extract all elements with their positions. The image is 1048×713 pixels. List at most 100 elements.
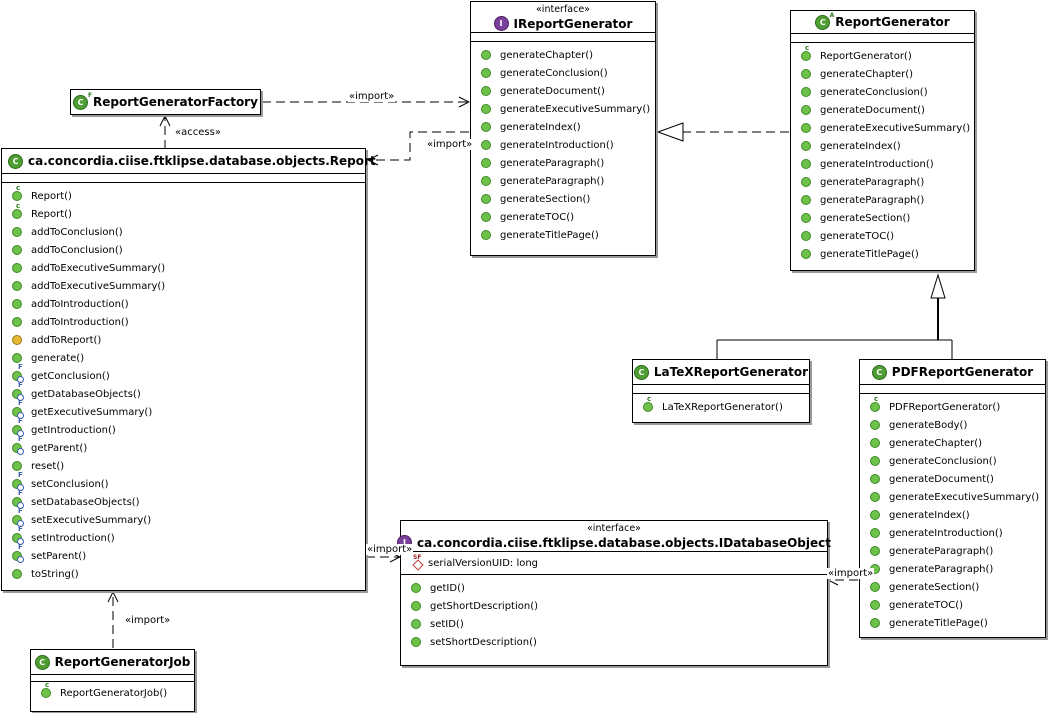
constructor-icon: c <box>12 203 22 219</box>
public-method-icon <box>870 456 880 466</box>
public-method-icon <box>12 569 22 579</box>
public-method-icon <box>12 299 22 309</box>
report-import-dependency <box>368 131 469 160</box>
operation: generateExecutiveSummary() <box>860 488 1045 506</box>
final-method-icon: F <box>12 400 24 419</box>
operation: generateConclusion() <box>471 64 655 82</box>
class-name: ReportGenerator <box>835 15 950 29</box>
operation: generateDocument() <box>791 101 974 119</box>
public-method-icon <box>12 317 22 327</box>
final-method-icon: F <box>12 382 24 401</box>
operation: setShortDescription() <box>401 633 827 651</box>
static-final-field-icon: SF <box>413 554 422 568</box>
constructor-icon: c <box>801 45 811 61</box>
attributes-compartment <box>471 33 655 42</box>
public-method-icon <box>481 86 491 96</box>
report-class-box[interactable]: C ca.concordia.ciise.ftklipse.database.o… <box>1 148 376 591</box>
operation: generateTOC() <box>471 208 655 226</box>
class-icon: C <box>633 364 649 380</box>
operation: generate() <box>2 349 365 367</box>
public-method-icon <box>481 194 491 204</box>
attributes-compartment <box>860 385 1045 394</box>
report-idbo-import-label: «import» <box>366 544 414 555</box>
public-method-icon <box>870 546 880 556</box>
operation: addToExecutiveSummary() <box>2 277 365 295</box>
public-method-icon <box>481 104 491 114</box>
constructor-icon: c <box>41 682 51 698</box>
operation: generateTitlePage() <box>471 226 655 244</box>
attributes-compartment <box>633 385 809 394</box>
stereotype: «interface» <box>587 523 641 534</box>
stereotype: «interface» <box>536 4 590 15</box>
public-method-icon <box>12 227 22 237</box>
final-method-icon: F <box>12 436 24 455</box>
operation: reset() <box>2 457 365 475</box>
ireportgenerator-interface-box[interactable]: «interface» I IReportGenerator generateC… <box>470 1 656 256</box>
constructor-icon: c <box>12 185 22 201</box>
class-name: ReportGeneratorJob <box>54 655 191 669</box>
public-method-icon <box>481 50 491 60</box>
class-name: LaTeXReportGenerator <box>653 365 809 379</box>
public-method-icon <box>870 600 880 610</box>
operation: toString() <box>2 565 365 583</box>
operations-compartment: generateChapter() generateConclusion() g… <box>471 42 655 247</box>
attributes-compartment <box>2 174 365 183</box>
constructor-icon: c <box>870 396 880 412</box>
public-method-icon <box>870 528 880 538</box>
operation: generateChapter() <box>471 46 655 64</box>
public-method-icon <box>12 263 22 273</box>
operation: generateParagraph() <box>791 191 974 209</box>
idatabaseobject-interface-box[interactable]: «interface» I ca.concordia.ciise.ftklips… <box>397 520 831 666</box>
operation: generateTitlePage() <box>791 245 974 263</box>
operation: generateExecutiveSummary() <box>471 100 655 118</box>
operation: generateBody() <box>860 416 1045 434</box>
public-method-icon <box>801 141 811 151</box>
operation: generateExecutiveSummary() <box>791 119 974 137</box>
operation: getID() <box>401 579 827 597</box>
interface-icon: I <box>493 16 509 31</box>
public-method-icon <box>870 492 880 502</box>
operation: addToConclusion() <box>2 241 365 259</box>
operation: generateParagraph() <box>471 172 655 190</box>
public-method-icon <box>481 176 491 186</box>
operation: generateDocument() <box>471 82 655 100</box>
final-method-icon: F <box>12 418 24 437</box>
class-icon: C <box>871 364 887 380</box>
operation: generateTOC() <box>791 227 974 245</box>
operation: generateParagraph() <box>791 173 974 191</box>
report-access-label: «access» <box>174 127 222 138</box>
public-method-icon <box>870 438 880 448</box>
class-name: ca.concordia.ciise.ftklipse.database.obj… <box>28 154 376 168</box>
class-name: PDFReportGenerator <box>891 365 1034 379</box>
operation: generateIntroduction() <box>791 155 974 173</box>
operation: generateConclusion() <box>791 83 974 101</box>
operation: addToExecutiveSummary() <box>2 259 365 277</box>
operation: addToReport() <box>2 331 365 349</box>
operation: generateIndex() <box>471 118 655 136</box>
public-method-icon <box>801 195 811 205</box>
public-method-icon <box>481 158 491 168</box>
operation: getShortDescription() <box>401 597 827 615</box>
operation: addToConclusion() <box>2 223 365 241</box>
operation: generateTitlePage() <box>860 614 1045 632</box>
final-method-icon: F <box>12 508 24 527</box>
attribute: SF serialVersionUID: long <box>413 553 539 569</box>
